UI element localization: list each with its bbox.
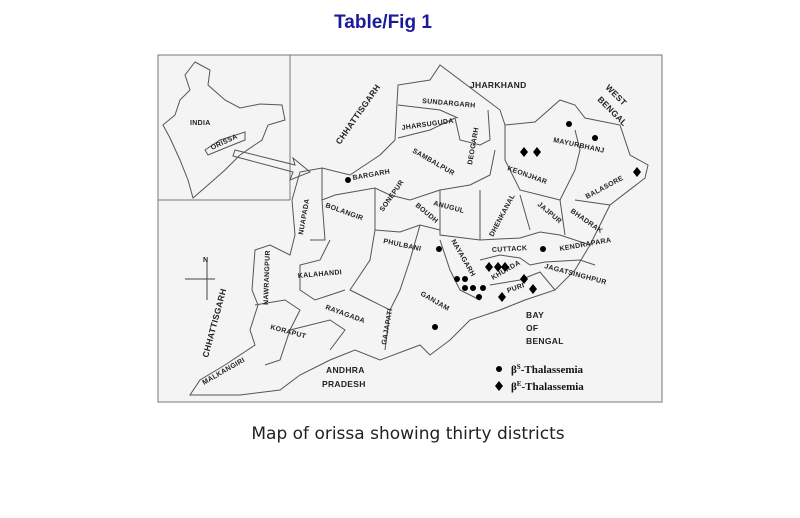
legend-circle-icon — [496, 366, 502, 372]
figure-caption: Map of orissa showing thirty districts — [251, 424, 565, 444]
label-of: OF — [526, 323, 538, 333]
beta-s-marker — [470, 285, 476, 291]
beta-s-marker — [436, 246, 442, 252]
beta-e-marker — [633, 167, 641, 177]
beta-e-marker — [520, 274, 528, 284]
india-outline — [162, 61, 286, 199]
district-label: KALAHANDI — [298, 269, 343, 280]
label-pradesh: PRADESH — [322, 379, 366, 389]
legend-item-beta-s: βS-Thalassemia — [511, 363, 584, 376]
beta-e-marker — [498, 292, 506, 302]
orissa-inset-shape — [204, 131, 246, 156]
label-andhra: ANDHRA — [326, 365, 365, 375]
beta-s-marker — [476, 294, 482, 300]
label-bay: BAY — [526, 310, 544, 320]
district-label: NAWRANGPUR — [263, 250, 272, 305]
beta-s-marker — [566, 121, 572, 127]
legend-item-beta-e: βE-Thalassemia — [511, 380, 584, 393]
district-boundaries — [254, 104, 611, 366]
legend-diamond-icon — [495, 381, 503, 391]
district-label: SUNDARGARH — [422, 98, 476, 110]
label-jharkhand: JHARKHAND — [470, 80, 527, 90]
beta-s-marker — [432, 324, 438, 330]
beta-s-marker — [480, 285, 486, 291]
beta-s-marker — [462, 285, 468, 291]
beta-e-marker — [501, 262, 509, 272]
district-dot — [345, 177, 351, 183]
beta-e-marker — [485, 262, 493, 272]
label-india: INDIA — [190, 120, 211, 127]
compass-icon: N — [185, 257, 215, 300]
figure-title: Table/Fig 1 — [334, 12, 432, 33]
beta-s-marker — [540, 246, 546, 252]
district-label: CUTTACK — [492, 245, 528, 254]
beta-e-marker — [520, 147, 528, 157]
pointer-arrow — [232, 149, 311, 181]
beta-s-marker — [454, 276, 460, 282]
beta-s-marker — [462, 276, 468, 282]
beta-e-marker — [533, 147, 541, 157]
beta-e-marker — [494, 262, 502, 272]
beta-s-marker — [592, 135, 598, 141]
svg-text:N: N — [203, 257, 208, 264]
markers-layer — [345, 121, 641, 330]
beta-e-marker — [529, 284, 537, 294]
orissa-outline — [189, 64, 649, 396]
legend: βS-Thalassemia βE-Thalassemia — [495, 363, 584, 393]
label-bengal-sea: BENGAL — [526, 336, 564, 346]
